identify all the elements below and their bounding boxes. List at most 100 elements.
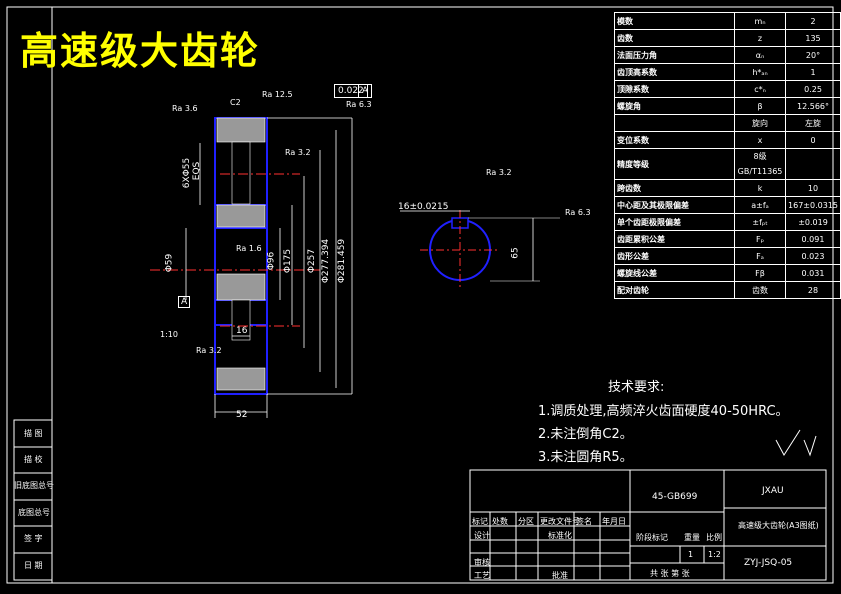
- tech-req-heading: 技术要求:: [608, 380, 665, 395]
- d257-dim: Φ257: [307, 248, 318, 274]
- d281-dim: Φ281.459: [337, 238, 348, 284]
- param-label: 精度等级: [613, 148, 736, 180]
- taper-label: 1:10: [160, 330, 178, 339]
- chamfer-label: C2: [230, 98, 241, 107]
- roughness-label: Ra 12.5: [262, 90, 293, 99]
- tb-count: 处数: [492, 517, 508, 526]
- roughness-label: Ra 1.6: [236, 244, 262, 253]
- tb-mark: 标记: [472, 517, 488, 526]
- tb-std: 标准化: [548, 531, 572, 540]
- width-dim: 52: [236, 410, 248, 420]
- keydepth-dim: 65: [510, 247, 521, 259]
- roughness-label: Ra 3.2: [486, 168, 512, 177]
- param-value: [785, 148, 841, 180]
- param-symbol: 旋向: [734, 114, 787, 132]
- side-label: 描 校: [24, 455, 43, 464]
- param-label: 法面压力角: [613, 46, 736, 64]
- tb-weight: 重量: [684, 533, 700, 542]
- qty-value: 1: [688, 550, 694, 559]
- param-symbol: mₙ: [734, 12, 787, 30]
- company-label: JXAU: [762, 486, 784, 496]
- param-value: 12.566°: [785, 97, 841, 115]
- tech-req-item: 3.未注圆角R5。: [538, 450, 633, 465]
- side-label: 底图总号: [18, 508, 50, 517]
- side-label: 签 字: [24, 534, 43, 543]
- holes-dim: 6XΦ55: [182, 157, 193, 189]
- d277-dim: Φ277.394: [321, 238, 332, 284]
- param-value: 135: [785, 29, 841, 47]
- param-label: 齿数: [613, 29, 736, 47]
- tb-review: 审核: [474, 558, 490, 567]
- roughness-label: Ra 3.2: [285, 148, 311, 157]
- side-label-grid: [13, 419, 53, 581]
- param-value: 2: [785, 12, 841, 30]
- part-name: 高速级大齿轮(A3图纸): [738, 521, 819, 530]
- tb-doc: 更改文件号: [540, 517, 580, 526]
- side-label: 旧底图总号: [14, 481, 54, 490]
- datum-reference: A: [358, 84, 373, 98]
- scale-value: 1:2: [708, 550, 721, 559]
- param-symbol: Fβ: [734, 264, 787, 282]
- d96-dim: Φ96: [266, 251, 277, 271]
- tb-design: 设计: [474, 531, 490, 540]
- param-label: 中心距及其极限偏差: [613, 196, 736, 214]
- drawing-title: 高速级大齿轮: [20, 29, 261, 73]
- tb-sheets: 共 张 第 张: [650, 569, 690, 578]
- param-symbol: x: [734, 131, 787, 149]
- param-symbol: 8级 GB/T11365: [734, 148, 787, 180]
- param-label: 变位系数: [613, 131, 736, 149]
- tb-approve: 批准: [552, 571, 568, 580]
- roughness-label: Ra 6.3: [346, 100, 372, 109]
- param-value: 28: [785, 281, 841, 299]
- param-value: 20°: [785, 46, 841, 64]
- tech-req-item: 1.调质处理,高频淬火齿面硬度40-50HRC。: [538, 404, 789, 419]
- param-symbol: Fₐ: [734, 247, 787, 265]
- keyway-dim: 16±0.0215: [398, 202, 449, 212]
- param-symbol: Fₚ: [734, 230, 787, 248]
- runout-tolerance: 0.022: [334, 84, 368, 98]
- param-value: 167±0.0315: [785, 196, 841, 214]
- param-label: 单个齿距极限偏差: [613, 213, 736, 231]
- param-row: 单个齿距极限偏差±fₚₜ±0.019: [613, 213, 841, 231]
- side-label: 描 图: [24, 429, 43, 438]
- param-symbol: z: [734, 29, 787, 47]
- param-symbol: a±fₐ: [734, 196, 787, 214]
- param-value: 左旋: [785, 114, 841, 132]
- param-row: 旋向左旋: [613, 114, 841, 132]
- param-label: 螺旋角: [613, 97, 736, 115]
- param-symbol: αₙ: [734, 46, 787, 64]
- param-label: 齿形公差: [613, 247, 736, 265]
- gear-hatch: [216, 117, 266, 391]
- roughness-label: Ra 6.3: [565, 208, 591, 217]
- material-label: 45-GB699: [652, 492, 698, 502]
- param-label: 齿距累积公差: [613, 230, 736, 248]
- param-value: 0.25: [785, 80, 841, 98]
- title-block-grid: [469, 469, 827, 581]
- keyway-view: [400, 210, 560, 290]
- param-label: 螺旋线公差: [613, 264, 736, 282]
- hub-dim: 16: [236, 326, 248, 336]
- tb-zone: 分区: [518, 517, 534, 526]
- tech-req-item: 2.未注倒角C2。: [538, 427, 633, 442]
- param-symbol: ±fₚₜ: [734, 213, 787, 231]
- param-label: 配对齿轮: [613, 281, 736, 299]
- param-label: 顶隙系数: [613, 80, 736, 98]
- param-label: 跨齿数: [613, 179, 736, 197]
- drawing-number: ZYJ-JSQ-05: [744, 558, 793, 568]
- param-value: 0.023: [785, 247, 841, 265]
- side-label: 日 期: [24, 561, 43, 570]
- param-value: 0.031: [785, 264, 841, 282]
- tb-stage: 阶段标记: [636, 533, 668, 542]
